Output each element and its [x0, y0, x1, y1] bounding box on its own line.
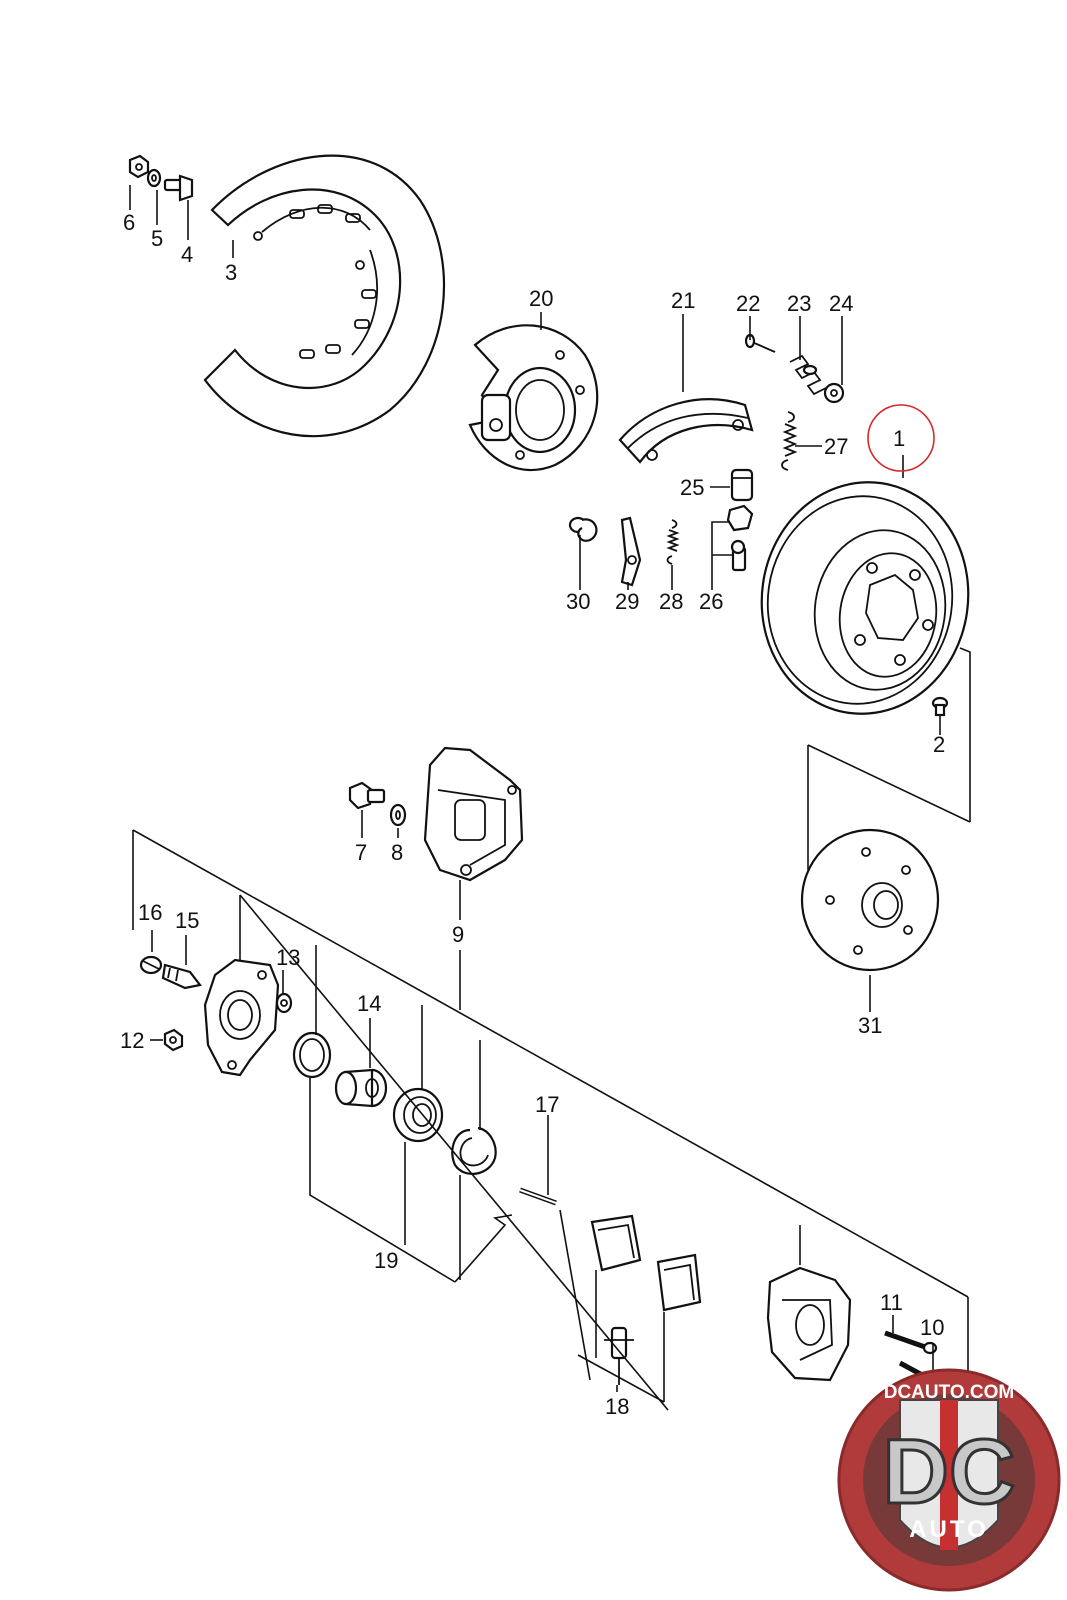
part-21-brake-shoe: [618, 398, 754, 464]
part-31-hub: [800, 828, 940, 972]
callout-24: 24: [829, 291, 853, 316]
callout-7: 7: [355, 840, 367, 865]
callout-26: 26: [699, 589, 723, 614]
callout-2: 2: [933, 732, 945, 757]
callout-30: 30: [566, 589, 590, 614]
callout-17: 17: [535, 1092, 559, 1117]
bearing-ring: [392, 1087, 444, 1143]
brake-pad-1: [590, 1214, 642, 1272]
callout-20: 20: [529, 286, 553, 311]
part-24-cap: [823, 382, 845, 404]
part-14-piston: [334, 1068, 388, 1108]
callout-labels: 1 2 3 4 5 6 7 8 9 10 11 12 13 14 15 16 1…: [120, 210, 945, 1419]
callout-1: 1: [893, 426, 905, 451]
part-9-caliper: [423, 746, 524, 882]
callout-18: 18: [605, 1394, 629, 1419]
retaining-clip: [451, 1126, 497, 1175]
part-6-nut: [128, 154, 150, 179]
callout-12: 12: [120, 1028, 144, 1053]
leader-lines: [129, 185, 971, 1411]
part-12-nut: [163, 1028, 184, 1052]
part-13-nut: [275, 992, 293, 1014]
callout-6: 6: [123, 210, 135, 235]
callout-9: 9: [452, 922, 464, 947]
logo-mark: DC: [883, 1421, 1016, 1523]
callout-16: 16: [138, 900, 162, 925]
callout-19: 19: [374, 1248, 398, 1273]
dcauto-watermark-logo: DCAUTO.COM DC AUTO: [837, 1368, 1061, 1592]
callout-11: 11: [880, 1290, 903, 1315]
logo-stripe: [940, 1400, 958, 1550]
part-16-bleeder-cap: [139, 955, 163, 975]
logo-site: DCAUTO.COM: [884, 1382, 1015, 1403]
brake-pad-2: [656, 1253, 702, 1312]
callout-28: 28: [659, 589, 683, 614]
part-8-washer: [389, 803, 407, 827]
part-27-return-spring: [781, 411, 798, 471]
callout-4: 4: [181, 242, 193, 267]
part-7-bolt: [348, 781, 386, 810]
part-20-backing-plate: [468, 324, 599, 471]
callout-10: 10: [920, 1315, 944, 1340]
part-5-washer: [146, 168, 162, 188]
part-18-wear-sensor: [604, 1326, 634, 1385]
part-26-adjuster: [726, 504, 754, 572]
callout-5: 5: [151, 226, 163, 251]
callout-8: 8: [391, 840, 403, 865]
part-2-bolt: [931, 696, 949, 717]
callout-14: 14: [357, 991, 381, 1016]
callout-27: 27: [824, 434, 848, 459]
part-4-bolt: [163, 174, 194, 202]
seal-ring: [292, 1031, 332, 1079]
highlight-circle: [867, 404, 935, 472]
part-1-brake-disc: [760, 481, 970, 715]
caliper-lower: [766, 1266, 852, 1382]
callout-21: 21: [671, 288, 695, 313]
part-25-adjuster-sleeve: [730, 468, 754, 502]
logo-sub: AUTO: [909, 1516, 989, 1543]
part-17-pin: [519, 1187, 557, 1206]
callout-31: 31: [858, 1013, 882, 1038]
callout-3: 3: [225, 260, 237, 285]
callout-23: 23: [787, 291, 811, 316]
part-3-dust-shield: [203, 154, 446, 438]
part-23-spring: [789, 354, 827, 396]
part-28-spring: [666, 519, 680, 565]
callout-29: 29: [615, 589, 639, 614]
part-30-plug: [568, 516, 598, 542]
callout-25: 25: [680, 475, 704, 500]
caliper-housing: [203, 958, 280, 1077]
callout-22: 22: [736, 291, 760, 316]
callout-13: 13: [276, 945, 300, 970]
part-29-lever: [620, 516, 642, 587]
part-15-bleeder-screw: [161, 963, 202, 990]
callout-15: 15: [175, 908, 199, 933]
